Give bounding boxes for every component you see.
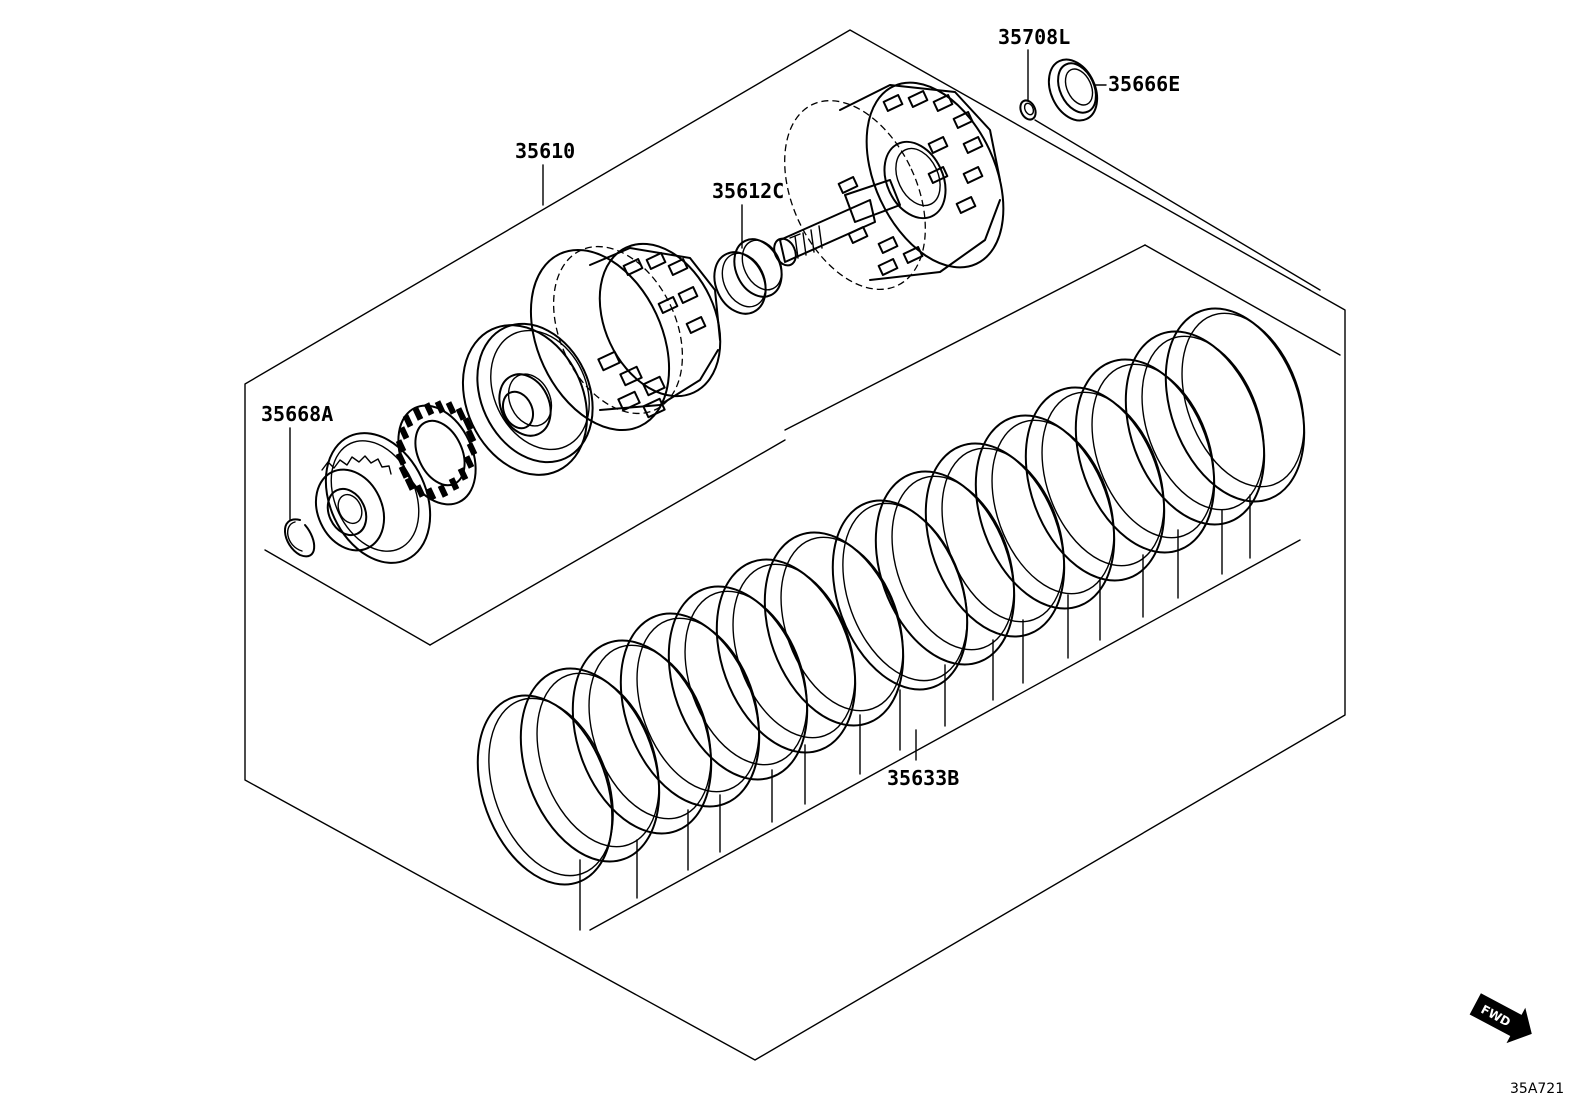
clutch-drum bbox=[529, 242, 722, 431]
assembly-boundary bbox=[244, 29, 1346, 1061]
upper-subbox-left bbox=[264, 549, 431, 646]
fwd-arrow-icon: FWD bbox=[1469, 993, 1532, 1044]
input-shaft bbox=[773, 179, 901, 267]
input-drum bbox=[784, 81, 1005, 290]
snap-ring bbox=[1019, 99, 1037, 121]
label-clutch-plates: 35633B bbox=[887, 766, 959, 790]
plate-group-boundary bbox=[1144, 244, 1341, 356]
bearing-race bbox=[1047, 58, 1099, 122]
one-way-clutch bbox=[395, 400, 478, 506]
upper-subbox-bottom bbox=[429, 439, 786, 646]
label-seal-ring: 35612C bbox=[712, 179, 784, 203]
plate-group-boundary-left bbox=[784, 244, 1146, 431]
clutch-piston bbox=[461, 322, 594, 476]
upper-subbox-right bbox=[1034, 119, 1321, 291]
clutch-plate-stack bbox=[476, 307, 1306, 931]
diagram-code: 35A721 bbox=[1510, 1081, 1564, 1097]
hub-snap-ring bbox=[284, 518, 316, 558]
label-snap-ring: 35708L bbox=[998, 25, 1070, 49]
label-leaders bbox=[289, 49, 1107, 761]
label-assembly: 35610 bbox=[515, 139, 575, 163]
plate-group-boundary-bottom bbox=[589, 539, 1301, 931]
label-hub-snap-ring: 35668A bbox=[261, 402, 333, 426]
label-bearing-race: 35666E bbox=[1108, 72, 1180, 96]
